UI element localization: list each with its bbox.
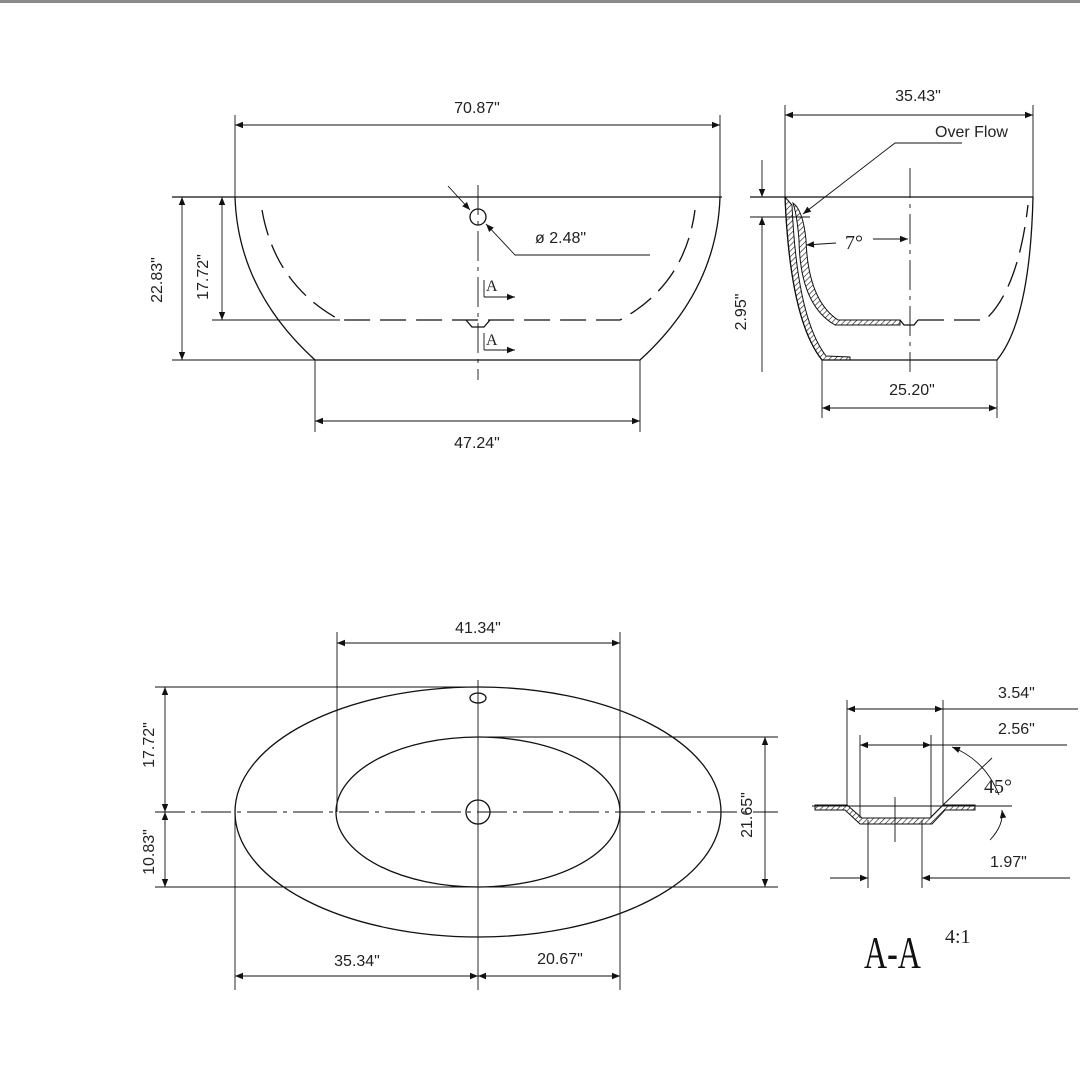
section-marker-bottom: A [486,332,498,349]
lower-half-width-label: 10.83" [141,829,158,875]
side-wall-section [784,195,851,361]
side-view: 35.43" Over Flow 25.20" 2.95" 7° [733,88,1034,418]
tub-outline [234,196,721,361]
inner-basin-hidden [261,209,696,321]
section-scale: 4:1 [945,926,971,948]
base-length-label: 47.24" [454,435,500,452]
front-view: 70.87" 47.24" 22.83" 17.72" ø 2.48" A A [149,100,722,452]
section-marker-top: A [486,278,498,295]
left-to-drain-label: 35.34" [334,953,380,970]
inner-diameter-label: 1.97" [990,854,1027,871]
overflow-leader [485,223,650,256]
overflow-diameter-label: ø 2.48" [535,230,586,247]
outer-diameter-label: 3.54" [998,685,1035,702]
basin-length-label: 41.34" [455,620,501,637]
plan-view: 41.34" 17.72" 10.83" 21.65" 35.34" 20.67… [141,620,778,990]
backrest-angle-label: 7° [845,232,863,254]
top-border [0,0,1080,3]
overall-height-label: 22.83" [149,257,166,303]
section-title: A-A [864,927,921,978]
base-width-label: 25.20" [889,382,935,399]
overflow-hole [469,208,487,226]
angle-label: 45° [984,776,1012,798]
basin-width-label: 21.65" [739,792,756,838]
drain [465,319,491,328]
middle-diameter-label: 2.56" [998,721,1035,738]
side-outline [784,196,1034,361]
backrest-section [792,201,901,326]
overflow-height-label: 2.95" [733,294,750,331]
upper-half-width-label: 17.72" [141,722,158,768]
inner-depth-label: 17.72" [195,254,212,300]
overall-length-label: 70.87" [454,100,500,117]
overall-width-label: 35.43" [895,88,941,105]
drain-flange-section [814,804,976,825]
drain-to-end-label: 20.67" [537,951,583,968]
overflow-label: Over Flow [935,124,1008,141]
section-a-a: 3.54" 2.56" 1.97" 45° A-A 4:1 [812,685,1078,978]
